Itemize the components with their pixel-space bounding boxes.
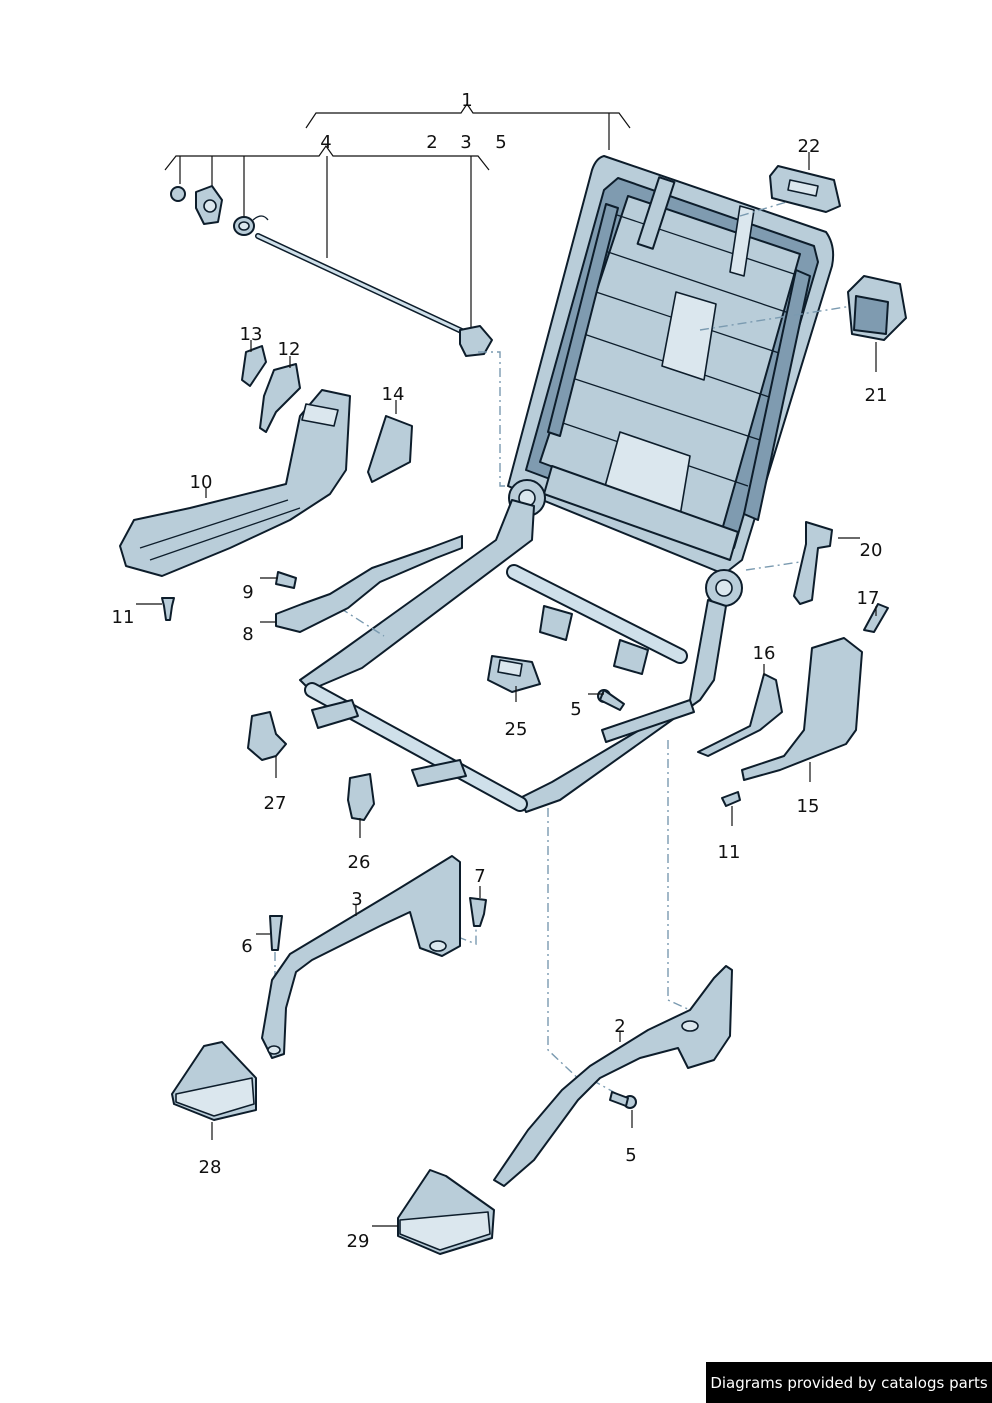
watermark-banner: Diagrams provided by catalogs parts — [706, 1362, 992, 1403]
callout-14: 14 — [382, 384, 405, 405]
cover-part-13 — [241, 345, 267, 387]
trim-part-16 — [697, 673, 783, 757]
callout-11-left: 11 — [112, 607, 135, 628]
group-bracket-1 — [305, 102, 631, 150]
callout-29: 29 — [347, 1231, 370, 1252]
clamp-part-26 — [347, 773, 375, 821]
callout-1: 1 — [461, 90, 472, 111]
bracket-part-27 — [247, 711, 287, 761]
callout-9: 9 — [242, 582, 253, 603]
callout-5-mid: 5 — [570, 699, 581, 720]
bracket-part-8 — [275, 535, 463, 633]
callout-28: 28 — [199, 1157, 222, 1178]
bracket-part-20 — [793, 521, 833, 605]
callout-2-top: 2 — [426, 132, 437, 153]
callout-6: 6 — [241, 936, 252, 957]
latch-part-25 — [487, 655, 541, 693]
bolt-part-6 — [269, 915, 283, 951]
bolt-part-5-mid — [597, 689, 625, 711]
dash-5-bottom — [591, 1079, 629, 1101]
latch-part-22 — [769, 165, 841, 213]
mount-part-3 — [261, 855, 461, 1059]
dash-2-left — [547, 808, 585, 1085]
callout-21: 21 — [865, 385, 888, 406]
switch-part-21 — [847, 275, 907, 341]
callout-3-bottom: 3 — [351, 889, 362, 910]
leader-lines — [136, 152, 877, 1227]
callout-10: 10 — [190, 472, 213, 493]
bolt-part-7 — [469, 897, 487, 927]
callout-4: 4 — [320, 132, 331, 153]
callout-20: 20 — [860, 540, 883, 561]
bolt-part-5-bottom — [609, 1091, 637, 1109]
seat-back-frame — [507, 155, 835, 607]
callout-27: 27 — [264, 793, 287, 814]
callout-16: 16 — [753, 643, 776, 664]
callout-25: 25 — [505, 719, 528, 740]
cover-part-15 — [741, 637, 863, 781]
dash-8 — [339, 607, 385, 637]
clip-part-11-left — [161, 597, 175, 621]
callout-13: 13 — [240, 324, 263, 345]
rod-link-dashline — [478, 351, 516, 487]
callout-5-bottom: 5 — [625, 1145, 636, 1166]
block-part-29 — [397, 1169, 495, 1255]
callout-7: 7 — [474, 866, 485, 887]
callout-11-right: 11 — [718, 842, 741, 863]
callout-17: 17 — [857, 588, 880, 609]
release-rod-assembly — [170, 185, 493, 357]
side-panel-part-10 — [119, 389, 351, 577]
clip-part-11-right — [721, 791, 741, 807]
callout-22: 22 — [798, 136, 821, 157]
lever-part — [459, 325, 493, 357]
trim-part-12 — [259, 363, 301, 433]
dash-7 — [439, 920, 477, 946]
bolt-part-9 — [275, 571, 297, 589]
callout-26: 26 — [348, 852, 371, 873]
cap-part — [170, 186, 186, 202]
dash-20 — [745, 561, 801, 571]
callout-15: 15 — [797, 796, 820, 817]
seat-base-frame — [299, 499, 727, 813]
callout-5-top: 5 — [495, 132, 506, 153]
dash-2-right — [667, 740, 691, 1011]
trim-part-14 — [367, 415, 413, 483]
callout-8: 8 — [242, 624, 253, 645]
callout-12: 12 — [278, 339, 301, 360]
dash-21 — [699, 305, 853, 331]
group-bracket-4 — [164, 144, 490, 328]
pin-part-17 — [863, 603, 889, 633]
callout-2-bottom: 2 — [614, 1016, 625, 1037]
callout-3-top: 3 — [460, 132, 471, 153]
block-part-28 — [171, 1041, 257, 1121]
mount-part-2 — [493, 965, 733, 1187]
